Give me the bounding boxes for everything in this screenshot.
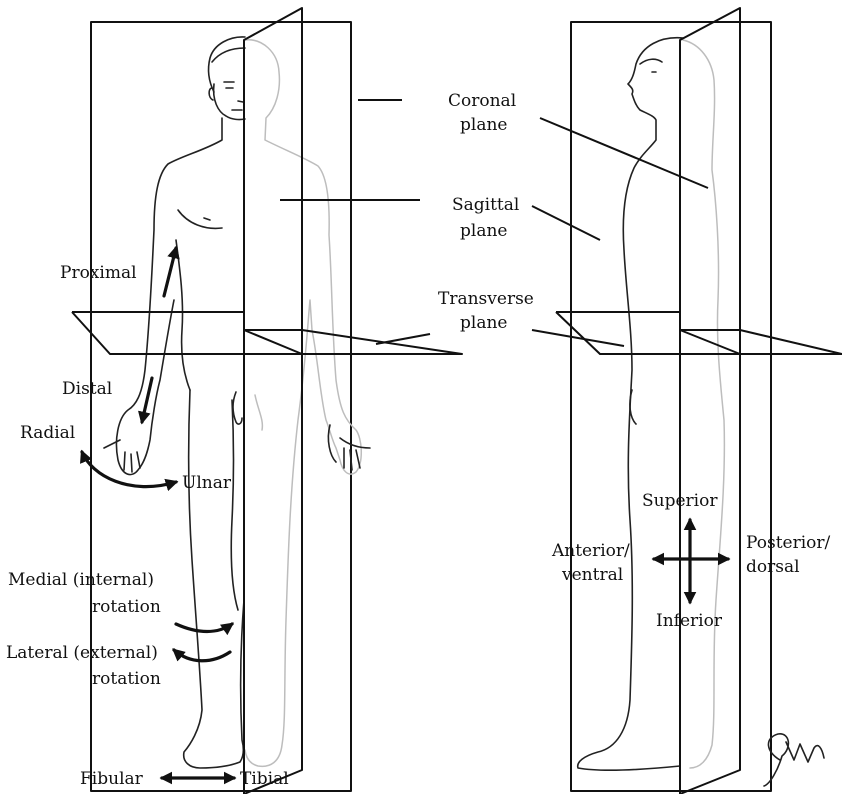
medial-rotation-arrow [176,624,232,632]
artist-signature [764,734,824,786]
transverse-plane-front [72,312,462,354]
transverse-plane-side [556,312,842,354]
coronal-leader-side [540,118,708,188]
sagittal-plane-front [244,8,302,794]
label-posterior-2: dorsal [746,557,800,577]
transverse-leader-front [376,334,430,344]
sagittal-leader-side [532,206,600,240]
label-tibial: Tibial [240,769,289,789]
label-coronal: Coronal [448,91,516,111]
label-coronal-plane: plane [460,115,507,135]
proximal-arrow [164,248,176,296]
side-figure [578,38,683,770]
label-transverse-plane: plane [460,313,507,333]
labels: Coronal plane Sagittal plane Transverse … [6,91,831,789]
label-ulnar: Ulnar [182,473,232,493]
label-distal: Distal [62,379,112,399]
label-proximal: Proximal [60,263,137,283]
label-medial-1: Medial (internal) [8,570,154,590]
label-anterior-1: Anterior/ [551,541,630,561]
radial-ulnar-arrow [82,452,176,487]
label-superior: Superior [642,491,718,511]
sagittal-plane-side [680,8,740,794]
label-lateral-1: Lateral (external) [6,643,158,663]
label-inferior: Inferior [656,611,723,631]
label-lateral-2: rotation [92,669,161,689]
transverse-plane-front-edge [72,312,302,354]
lateral-rotation-arrow [174,650,230,661]
label-sagittal: Sagittal [452,195,519,215]
front-figure-faded-half [245,40,361,767]
label-posterior-1: Posterior/ [746,533,831,553]
transverse-plane-side-edge [556,312,740,354]
label-radial: Radial [20,423,75,443]
distal-arrow [142,378,152,422]
label-anterior-2: ventral [561,565,623,585]
side-view [556,8,842,794]
label-fibular: Fibular [80,769,144,789]
direction-arrows [82,248,728,778]
label-medial-2: rotation [92,597,161,617]
label-sagittal-plane: plane [460,221,507,241]
label-transverse: Transverse [438,289,534,309]
